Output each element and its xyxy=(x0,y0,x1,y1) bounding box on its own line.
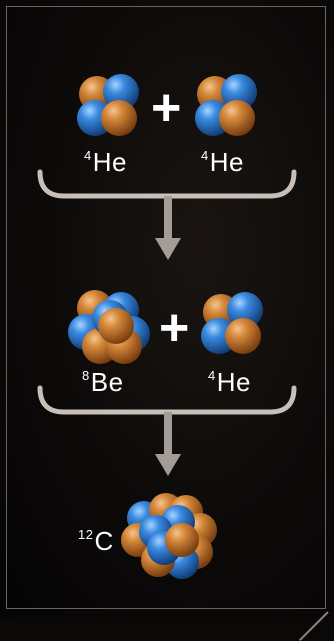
mass-number: 4 xyxy=(201,148,209,163)
helium-4-nucleus-left xyxy=(77,74,139,136)
label-beryllium-8: 8Be xyxy=(82,369,124,395)
diagram-border xyxy=(6,6,326,609)
helium-4-nucleus-right xyxy=(195,74,257,136)
element-symbol: He xyxy=(92,147,127,177)
mass-number: 4 xyxy=(84,148,92,163)
helium-4-nucleus-step2 xyxy=(201,292,263,354)
carbon-12-nucleus xyxy=(121,493,217,579)
bracket-1 xyxy=(37,169,297,199)
element-symbol: C xyxy=(94,526,114,556)
bracket-2 xyxy=(37,385,297,415)
plus-sign-2: + xyxy=(159,299,190,357)
element-symbol: He xyxy=(216,367,251,397)
label-carbon-12: 12C xyxy=(78,528,114,554)
beryllium-8-nucleus xyxy=(68,290,150,364)
arrow-down-2 xyxy=(155,412,181,476)
element-symbol: He xyxy=(209,147,244,177)
plus-sign-1: + xyxy=(151,79,182,137)
label-helium-4-left: 4He xyxy=(84,149,127,175)
mass-number: 4 xyxy=(208,368,216,383)
label-helium-4-right: 4He xyxy=(201,149,244,175)
label-helium-4-step2: 4He xyxy=(208,369,251,395)
arrow-down-1 xyxy=(155,196,181,260)
element-symbol: Be xyxy=(90,367,124,397)
reaction-diagram xyxy=(37,74,297,579)
mass-number: 8 xyxy=(82,368,90,383)
mass-number: 12 xyxy=(78,527,94,542)
